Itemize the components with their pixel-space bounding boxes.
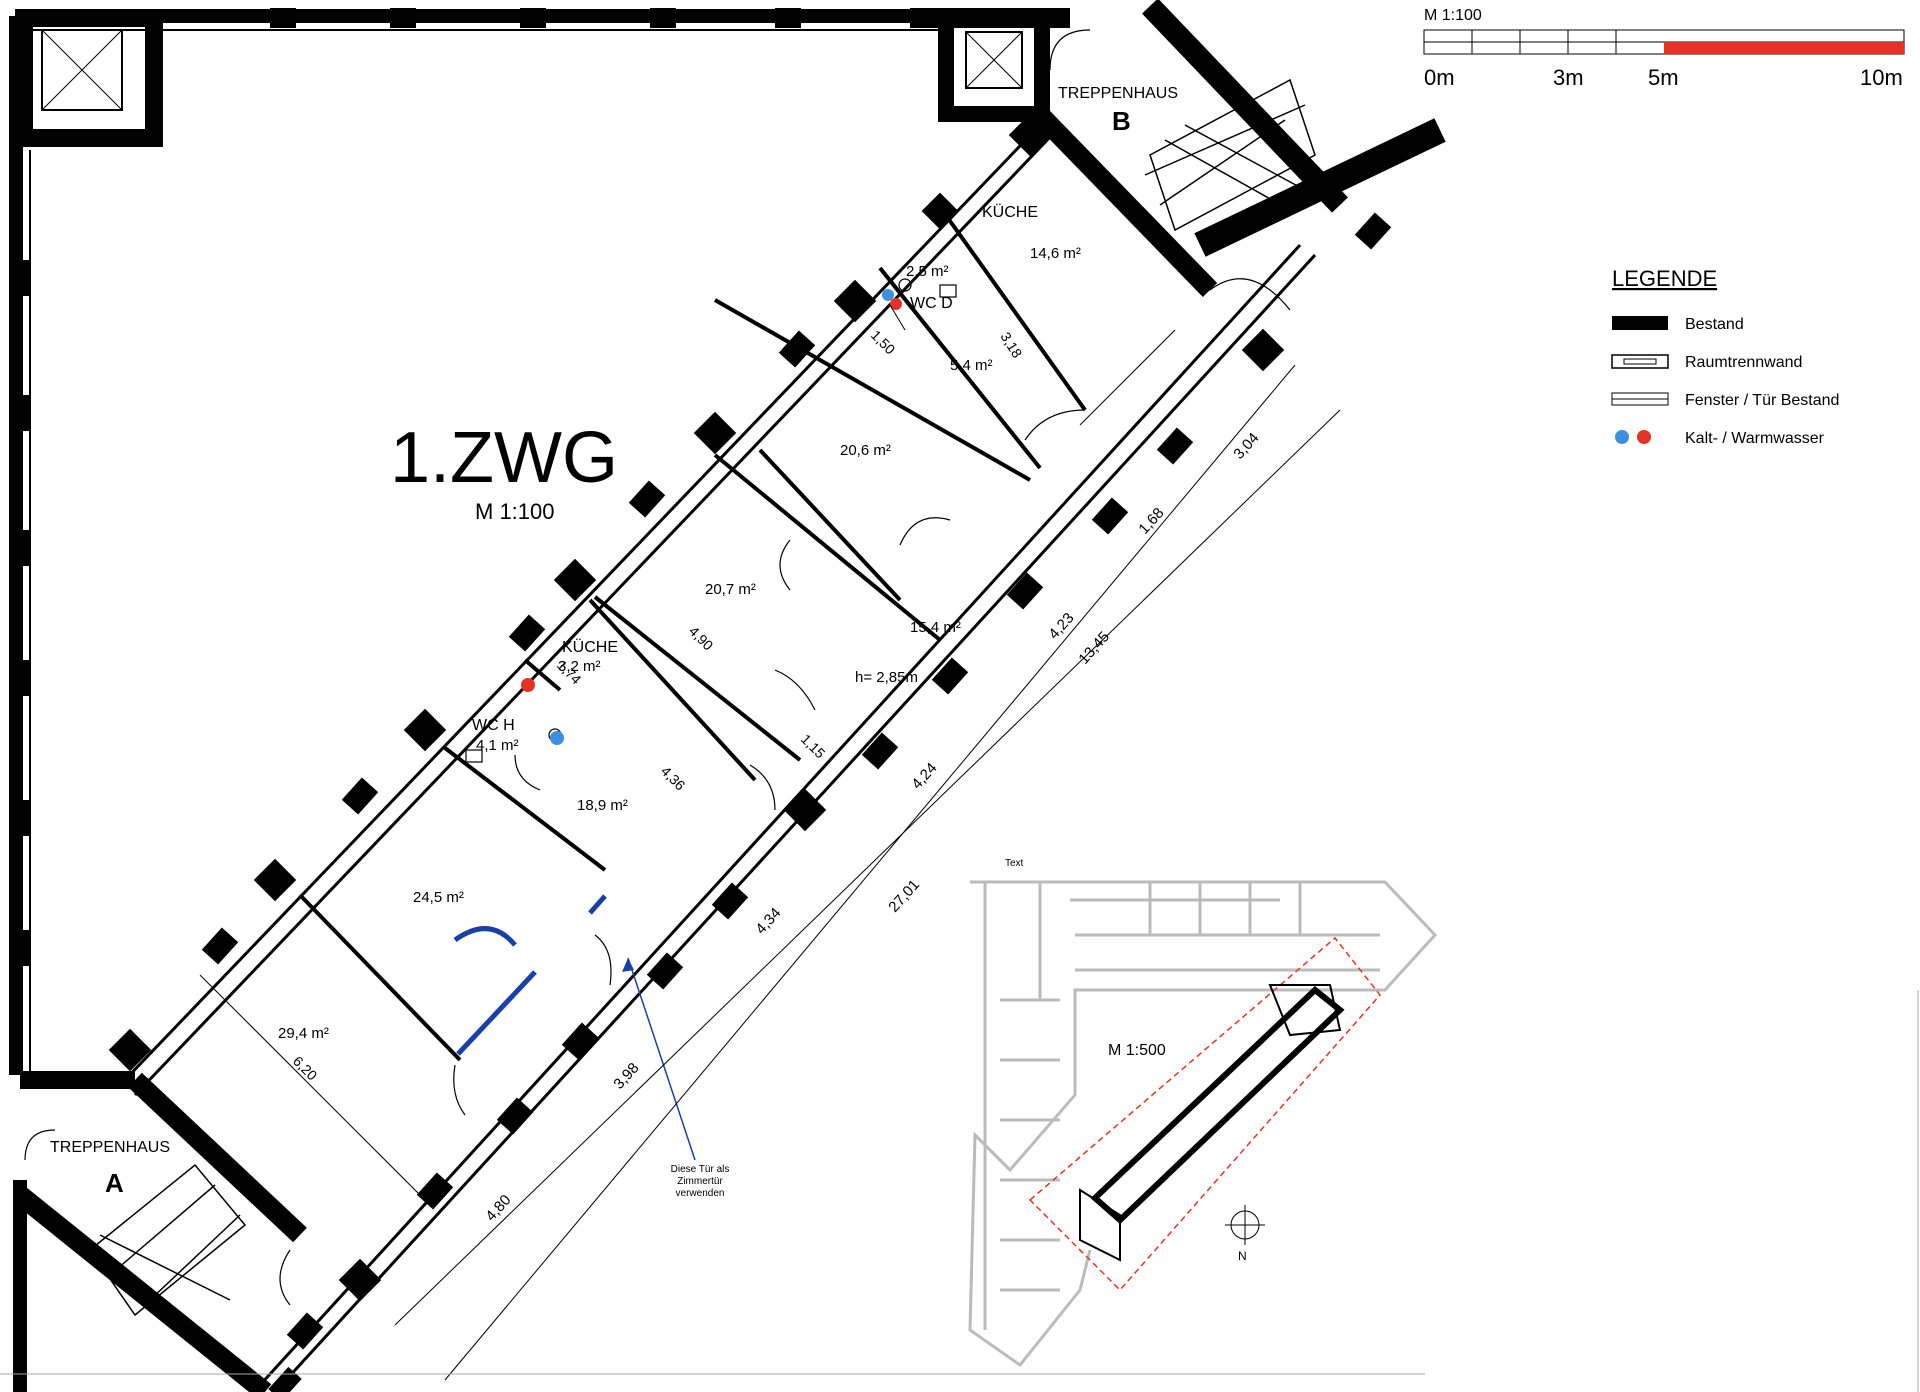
water-points bbox=[521, 289, 902, 745]
overview-scale: M 1:500 bbox=[1108, 1042, 1166, 1059]
room-area: 5,4 m² bbox=[950, 357, 993, 374]
cold-water-d bbox=[882, 289, 894, 301]
stair-b-letter: B bbox=[1112, 106, 1131, 136]
warm-water-h bbox=[521, 678, 535, 692]
note-line-1: Diese Tür als bbox=[671, 1164, 730, 1175]
room-area: 3,2 m² bbox=[558, 658, 601, 675]
room-area: 20,7 m² bbox=[705, 581, 756, 598]
dim-label: 4,23 bbox=[1045, 610, 1077, 643]
note-arrow bbox=[627, 957, 696, 1161]
room-label: KÜCHE bbox=[982, 203, 1038, 221]
dim-label: 4,90 bbox=[686, 623, 717, 654]
room-area: 15,4 m² bbox=[910, 619, 961, 636]
scale-tick-5: 5m bbox=[1648, 65, 1679, 90]
dim-label: 3,98 bbox=[610, 1060, 642, 1093]
dimension-lines bbox=[199, 304, 1341, 1381]
dim-label: 6,20 bbox=[290, 1053, 321, 1084]
legend-title: LEGENDE bbox=[1612, 266, 1717, 291]
note-line-2: Zimmertür bbox=[677, 1176, 723, 1187]
legend: LEGENDE Bestand Raumtrennwand Fenster / … bbox=[1611, 266, 1839, 447]
new-door-wall bbox=[453, 894, 607, 1056]
legend-warm-water-symbol bbox=[1637, 430, 1651, 444]
scale-tick-10: 10m bbox=[1860, 65, 1903, 90]
room-area: 24,5 m² bbox=[413, 889, 464, 906]
room-area: 14,6 m² bbox=[1030, 245, 1081, 262]
stair-b-label: TREPPENHAUS bbox=[1058, 85, 1178, 102]
legend-item: Kalt- / Warmwasser bbox=[1685, 430, 1825, 447]
legend-item: Raumtrennwand bbox=[1685, 354, 1802, 371]
plan-labels: 1.ZWG M 1:100 TREPPENHAUS B TREPPENHAUS … bbox=[50, 85, 1263, 1225]
legend-item: Bestand bbox=[1685, 316, 1744, 333]
dim-label: 3,18 bbox=[997, 329, 1025, 361]
wing-piers bbox=[108, 113, 1392, 1392]
plan-scale: M 1:100 bbox=[475, 499, 555, 524]
dim-label: 4,34 bbox=[752, 905, 784, 938]
dim-label: 4,36 bbox=[658, 763, 689, 794]
dim-label: 1,15 bbox=[798, 731, 829, 762]
room-label: WC D bbox=[910, 295, 953, 312]
shaft-top-left bbox=[15, 9, 163, 147]
room-area: 18,9 m² bbox=[577, 797, 628, 814]
room-area: 20,6 m² bbox=[840, 442, 891, 459]
dim-label: 1,68 bbox=[1135, 505, 1167, 538]
north-label: N bbox=[1238, 1249, 1247, 1263]
note-line-3: verwenden bbox=[676, 1188, 725, 1199]
room-area: 2,5 m² bbox=[906, 263, 949, 280]
stair-a-letter: A bbox=[105, 1168, 124, 1198]
room-area: 29,4 m² bbox=[278, 1025, 329, 1042]
legend-bestand-symbol bbox=[1612, 316, 1668, 330]
warm-water-d bbox=[890, 298, 902, 310]
dim-label: 4,24 bbox=[908, 760, 940, 793]
dim-label: 13,45 bbox=[1075, 628, 1113, 667]
legend-raumtrennwand-symbol bbox=[1611, 354, 1669, 369]
room-label: WC H bbox=[472, 717, 515, 734]
scale-bar-label: M 1:100 bbox=[1424, 7, 1482, 24]
plan-title: 1.ZWG bbox=[390, 418, 618, 498]
scale-tick-3: 3m bbox=[1553, 65, 1584, 90]
room-area: 4,1 m² bbox=[476, 737, 519, 754]
dim-label: 3,04 bbox=[1230, 430, 1262, 463]
stairs-a bbox=[88, 1163, 247, 1317]
scale-bar-highlight bbox=[1664, 42, 1904, 54]
partition-walls bbox=[298, 198, 1087, 1062]
dim-label: 4,80 bbox=[482, 1192, 514, 1225]
room-height: h= 2,85m bbox=[855, 669, 918, 686]
scale-tick-0: 0m bbox=[1424, 65, 1455, 90]
stair-a-label: TREPPENHAUS bbox=[50, 1139, 170, 1156]
shaft-top-center bbox=[938, 10, 1050, 122]
room-label: KÜCHE bbox=[562, 638, 618, 656]
dim-label: 1,50 bbox=[868, 327, 899, 358]
cold-water-h bbox=[550, 731, 564, 745]
overview-text-label: Text bbox=[1005, 858, 1024, 869]
stairs-b bbox=[1144, 78, 1316, 232]
legend-item: Fenster / Tür Bestand bbox=[1685, 392, 1839, 409]
overview-map: Text M 1:500 N bbox=[968, 858, 1438, 1368]
dim-label: 27,01 bbox=[885, 876, 923, 915]
note-arrowhead bbox=[622, 958, 634, 972]
scale-bar: M 1:100 0m 3m 5m 10m bbox=[1423, 7, 1905, 90]
door-swings bbox=[24, 29, 1291, 1306]
legend-cold-water-symbol bbox=[1615, 430, 1629, 444]
